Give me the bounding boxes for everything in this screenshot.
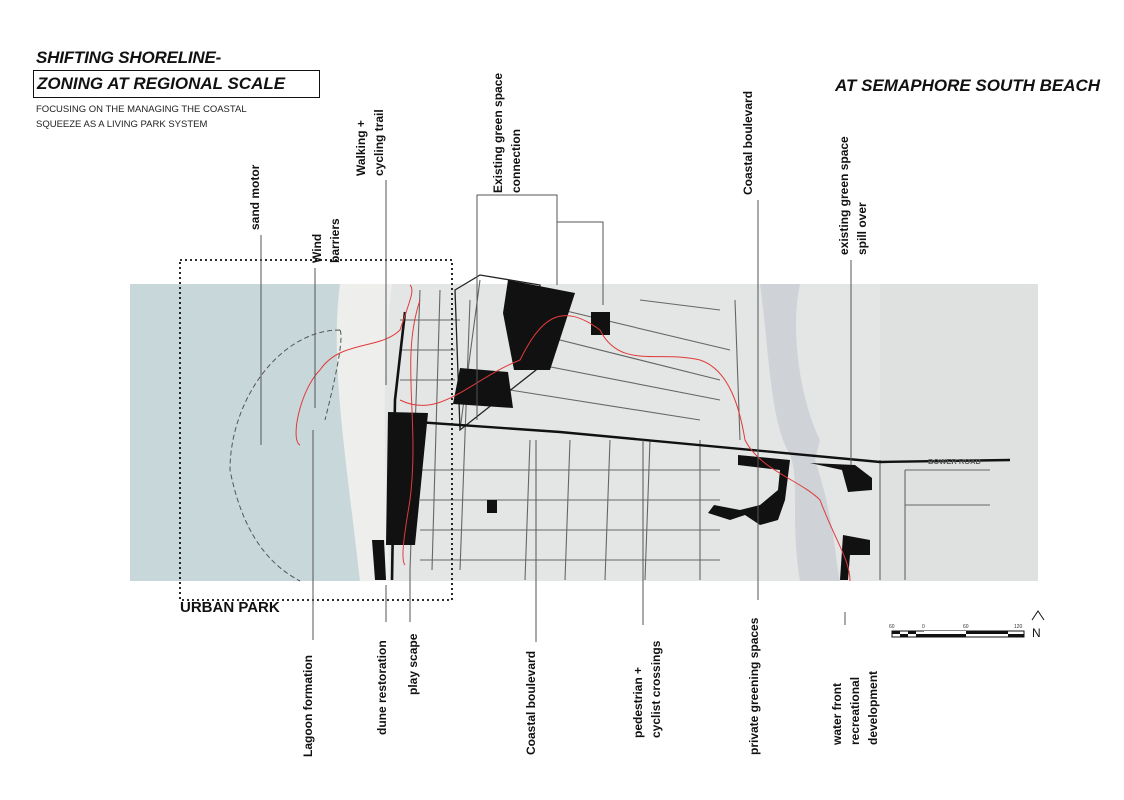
- label-sand-motor: sand motor: [248, 164, 262, 230]
- label-waterfront-3: development: [866, 671, 880, 745]
- label-waterfront-2: recreational: [848, 677, 862, 745]
- label-pedestrian-1: pedestrian +: [631, 667, 645, 738]
- label-green-connection-1: Existing green space: [491, 73, 505, 193]
- green-space: [487, 500, 497, 513]
- label-walking-2: cycling trail: [372, 109, 386, 176]
- label-walking-1: Walking +: [354, 120, 368, 176]
- bower-road-line: [387, 418, 1011, 464]
- label-lagoon-formation: Lagoon formation: [301, 655, 315, 757]
- label-private-greening: private greening spaces: [747, 617, 761, 755]
- label-dune-restoration: dune restoration: [375, 640, 389, 735]
- label-spill-over-2: spill over: [855, 202, 869, 255]
- green-space: [453, 368, 513, 408]
- green-space: [591, 312, 610, 335]
- sand-motor-outline: [229, 329, 342, 582]
- urban-park-zone: [179, 259, 453, 601]
- scale-bar: 60 0 60 120: [889, 624, 1025, 638]
- sea-area: [130, 284, 372, 581]
- green-space: [372, 540, 386, 580]
- green-space: [810, 463, 872, 492]
- label-coastal-boulevard-bottom: Coastal boulevard: [524, 651, 538, 755]
- urban-park-label: URBAN PARK: [180, 599, 280, 616]
- label-waterfront-1: water front: [830, 683, 844, 746]
- label-pedestrian-2: cyclist crossings: [649, 640, 663, 738]
- scale-tick: 60: [889, 624, 895, 630]
- scale-tick: 60: [963, 624, 969, 630]
- aerial-map: [130, 284, 1038, 581]
- label-coastal-boulevard-top: Coastal boulevard: [741, 91, 755, 195]
- title-line-1: SHIFTING SHORELINE-: [36, 48, 222, 67]
- north-label: N: [1032, 626, 1041, 640]
- contour-lines: [295, 284, 851, 582]
- industrial-area: [880, 284, 1038, 581]
- leader-lines: [260, 180, 852, 642]
- subtitle-line-1: FOCUSING ON THE MANAGING THE COASTAL: [36, 104, 247, 115]
- label-spill-over-1: existing green space: [837, 136, 851, 255]
- title-box: ZONING AT REGIONAL SCALE: [33, 70, 320, 98]
- scale-tick: 120: [1014, 624, 1023, 630]
- scale-tick: 0: [922, 624, 925, 630]
- title-line-2: ZONING AT REGIONAL SCALE: [37, 74, 286, 93]
- green-space: [503, 280, 575, 370]
- green-space: [840, 535, 870, 580]
- green-spaces: [372, 280, 872, 580]
- north-arrow-icon: [1031, 610, 1045, 621]
- port-river: [760, 284, 840, 581]
- location-title: AT SEMAPHORE SOUTH BEACH: [835, 76, 1101, 95]
- label-wind-barriers-1: Wind: [310, 234, 324, 263]
- green-space: [386, 412, 428, 545]
- beach-area: [336, 284, 392, 581]
- bower-road-label: BOWER ROAD: [928, 457, 981, 466]
- label-play-scape: play scape: [406, 633, 420, 695]
- subtitle-line-2: SQUEEZE AS A LIVING PARK SYSTEM: [36, 119, 208, 130]
- label-green-connection-2: connection: [509, 129, 523, 193]
- label-wind-barriers-2: barriers: [328, 218, 342, 263]
- green-space: [708, 455, 790, 525]
